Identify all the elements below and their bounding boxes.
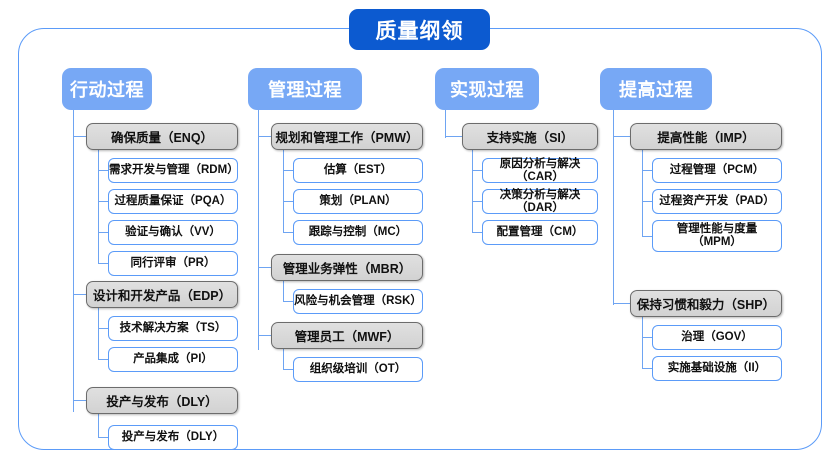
group-node-si[interactable]: 支持实施（SI）	[462, 123, 598, 150]
leaf-node-pi[interactable]: 产品集成（PI）	[108, 347, 238, 372]
group-node-mbr[interactable]: 管理业务弹性（MBR）	[271, 254, 423, 281]
leaf-node-dar[interactable]: 决策分析与解决（DAR）	[482, 189, 598, 214]
sub-stub-est	[283, 170, 294, 172]
leaf-node-car[interactable]: 原因分析与解决（CAR）	[482, 158, 598, 183]
stub-line-group-si	[445, 136, 463, 138]
trunk-line-column-3	[445, 110, 447, 138]
sub-stub-rsk	[283, 301, 294, 303]
sub-trunk-pmw	[283, 150, 285, 233]
sub-trunk-imp	[642, 150, 644, 237]
sub-trunk-enq	[98, 150, 100, 264]
leaf-node-pqa[interactable]: 过程质量保证（PQA）	[108, 189, 238, 214]
column-header-improve: 提高过程	[600, 68, 712, 110]
leaf-node-est[interactable]: 估算（EST）	[293, 158, 423, 183]
stub-line-group-mwf	[258, 335, 272, 337]
stub-line-group-mbr	[258, 267, 272, 269]
group-node-shp[interactable]: 保持习惯和毅力（SHP）	[630, 290, 782, 317]
sub-stub-dly-child	[98, 437, 109, 439]
sub-trunk-si	[472, 150, 474, 233]
stub-line-group-imp	[613, 136, 631, 138]
leaf-node-mc[interactable]: 跟踪与控制（MC）	[293, 220, 423, 245]
group-node-imp[interactable]: 提高性能（IMP）	[630, 123, 782, 150]
trunk-line-column-1	[73, 110, 75, 412]
leaf-node-pad[interactable]: 过程资产开发（PAD）	[652, 189, 782, 214]
sub-stub-rdm	[98, 170, 109, 172]
leaf-node-gov[interactable]: 治理（GOV）	[652, 325, 782, 350]
column-header-action: 行动过程	[62, 68, 152, 110]
sub-stub-ts	[98, 328, 109, 330]
sub-stub-gov	[642, 337, 653, 339]
sub-stub-pr	[98, 263, 109, 265]
leaf-node-ts[interactable]: 技术解决方案（TS）	[108, 316, 238, 341]
sub-trunk-shp	[642, 317, 644, 369]
leaf-node-pr[interactable]: 同行评审（PR）	[108, 251, 238, 276]
trunk-line-column-2	[258, 110, 260, 350]
sub-stub-mc	[283, 232, 294, 234]
group-node-mwf[interactable]: 管理员工（MWF）	[271, 322, 423, 349]
sub-stub-ot	[283, 369, 294, 371]
root-node-title: 质量纲领	[349, 9, 490, 50]
group-node-edp[interactable]: 设计和开发产品（EDP）	[86, 281, 238, 308]
sub-stub-dar	[472, 201, 483, 203]
sub-stub-cm	[472, 232, 483, 234]
leaf-node-rsk[interactable]: 风险与机会管理（RSK）	[293, 289, 423, 314]
sub-stub-mpm	[642, 236, 653, 238]
sub-stub-pcm	[642, 170, 653, 172]
sub-trunk-dly	[98, 414, 100, 438]
leaf-node-cm[interactable]: 配置管理（CM）	[482, 220, 598, 245]
leaf-node-vv[interactable]: 验证与确认（VV）	[108, 220, 238, 245]
leaf-node-ot[interactable]: 组织级培训（OT）	[293, 357, 423, 382]
stub-line-group-shp	[613, 303, 631, 305]
stub-line-group-dly	[73, 400, 87, 402]
column-header-manage: 管理过程	[248, 68, 362, 110]
sub-stub-car	[472, 170, 483, 172]
group-node-enq[interactable]: 确保质量（ENQ）	[86, 123, 238, 150]
sub-trunk-edp	[98, 308, 100, 360]
sub-stub-pi	[98, 359, 109, 361]
leaf-node-plan[interactable]: 策划（PLAN）	[293, 189, 423, 214]
sub-trunk-mwf	[283, 349, 285, 370]
group-node-dly[interactable]: 投产与发布（DLY）	[86, 387, 238, 414]
group-node-pmw[interactable]: 规划和管理工作（PMW）	[271, 123, 423, 150]
leaf-node-ii[interactable]: 实施基础设施（II）	[652, 356, 782, 381]
sub-stub-pqa	[98, 201, 109, 203]
sub-stub-ii	[642, 368, 653, 370]
sub-trunk-mbr	[283, 281, 285, 302]
stub-line-group-edp	[73, 294, 87, 296]
sub-stub-plan	[283, 201, 294, 203]
sub-stub-vv	[98, 232, 109, 234]
stub-line-group-enq	[73, 136, 87, 138]
leaf-node-rdm[interactable]: 需求开发与管理（RDM）	[108, 158, 239, 183]
leaf-node-pcm[interactable]: 过程管理（PCM）	[652, 158, 782, 183]
leaf-node-dly-child[interactable]: 投产与发布（DLY）	[108, 425, 238, 450]
stub-line-group-pmw	[258, 136, 272, 138]
sub-stub-pad	[642, 201, 653, 203]
column-header-realize: 实现过程	[435, 68, 539, 110]
leaf-node-mpm[interactable]: 管理性能与度量 （MPM）	[652, 220, 782, 252]
trunk-line-column-4	[613, 110, 615, 305]
